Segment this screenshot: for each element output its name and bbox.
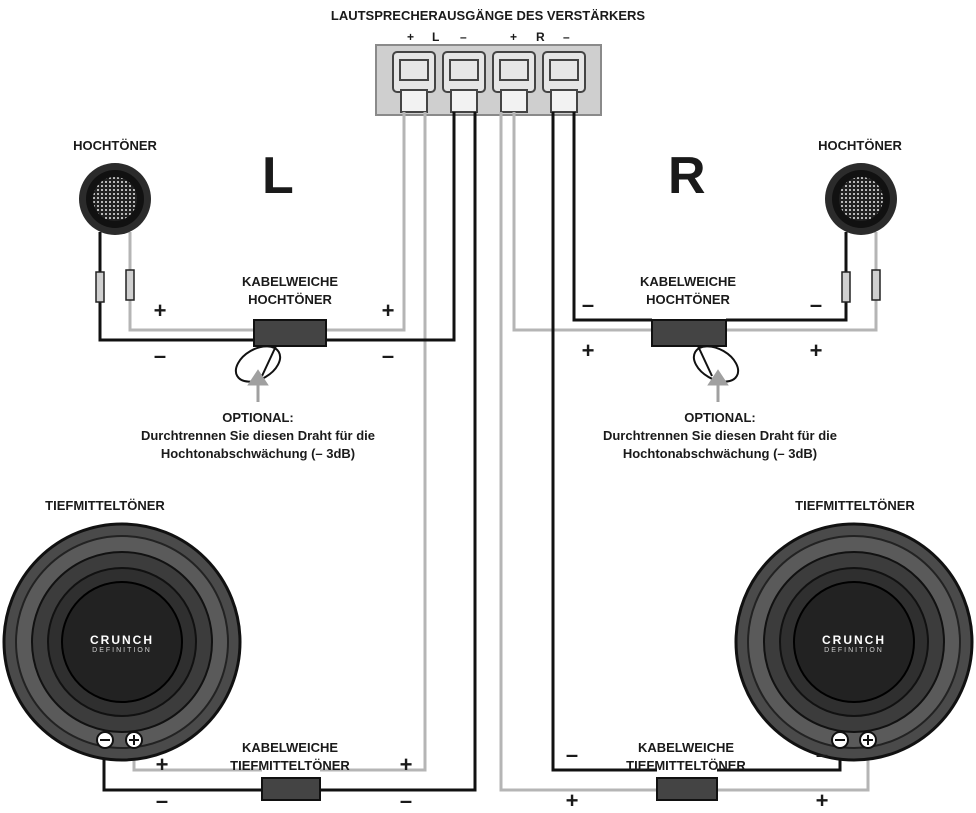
terminal-label-r: R (536, 30, 545, 44)
wire-connectors (95, 269, 881, 303)
woofer-right-brand: CRUNCH (822, 633, 886, 647)
tweeter-right-label: HOCHTÖNER (818, 138, 902, 153)
crossover-woofer-right-label-1: KABELWEICHE (637, 740, 735, 755)
amplifier-terminal-block (375, 44, 602, 116)
pointer-arrows (247, 369, 729, 402)
sign-minus: – (381, 343, 395, 368)
crossover-woofer-left (261, 777, 321, 801)
optional-note-right-1: OPTIONAL: (684, 410, 756, 425)
header-title: LAUTSPRECHERAUSGÄNGE DES VERSTÄRKERS (330, 8, 646, 23)
sign-minus: – (565, 742, 579, 767)
woofer-left-brand-sub: DEFINITION (92, 647, 152, 654)
woofer-right-brand-sub: DEFINITION (824, 647, 884, 654)
sign-plus: + (381, 298, 395, 323)
crossover-woofer-right (656, 777, 718, 801)
optional-note-left-2: Durchtrennen Sie diesen Draht für die (140, 428, 376, 443)
tweeter-right (825, 163, 897, 235)
woofer-left-label: TIEFMITTELTÖNER (45, 498, 165, 513)
terminal-label-l-plus: + (407, 30, 415, 44)
optional-note-right-2: Durchtrennen Sie diesen Draht für die (602, 428, 838, 443)
sign-minus: – (399, 788, 413, 813)
crossover-tweeter-right-label-2: HOCHTÖNER (646, 292, 730, 307)
optional-cut-loop-left (234, 345, 282, 383)
sign-plus: + (155, 752, 169, 777)
sign-plus: + (809, 338, 823, 363)
sign-plus: + (153, 298, 167, 323)
sign-plus: + (581, 338, 595, 363)
optional-cut-loop-right (692, 345, 740, 383)
sign-minus: – (581, 292, 595, 317)
channel-right-label: R (668, 147, 706, 205)
woofer-right-label: TIEFMITTELTÖNER (795, 498, 915, 513)
woofer-left (2, 522, 242, 762)
sign-plus: + (815, 788, 829, 813)
sign-minus: – (155, 788, 169, 813)
crossover-woofer-left-label-1: KABELWEICHE (241, 740, 339, 755)
optional-note-left-1: OPTIONAL: (222, 410, 294, 425)
crossover-tweeter-right (651, 319, 727, 347)
woofer-right (734, 522, 974, 762)
optional-note-right-3: Hochtonabschwächung (– 3dB) (622, 446, 818, 461)
sign-minus: – (153, 343, 167, 368)
woofer-left-brand: CRUNCH (90, 633, 154, 647)
crossover-tweeter-left (253, 319, 327, 347)
crossover-tweeter-left-label-2: HOCHTÖNER (248, 292, 332, 307)
sign-minus: – (809, 292, 823, 317)
optional-note-left-3: Hochtonabschwächung (– 3dB) (160, 446, 356, 461)
tweeter-left-label: HOCHTÖNER (73, 138, 157, 153)
terminal-label-r-plus: + (510, 30, 518, 44)
tweeter-left (79, 163, 151, 235)
sign-minus: – (815, 742, 829, 767)
terminal-label-l-minus: – (460, 30, 467, 44)
crossover-woofer-right-label-2: TIEFMITTELTÖNER (626, 758, 746, 773)
crossover-tweeter-left-label-1: KABELWEICHE (241, 274, 339, 289)
negative-wires (98, 112, 848, 792)
sign-plus: + (565, 788, 579, 813)
terminal-label-l: L (432, 30, 440, 44)
channel-left-label: L (262, 147, 294, 205)
crossover-woofer-left-label-2: TIEFMITTELTÖNER (230, 758, 350, 773)
terminal-label-r-minus: – (563, 30, 570, 44)
sign-plus: + (399, 752, 413, 777)
crossover-tweeter-right-label-1: KABELWEICHE (639, 274, 737, 289)
